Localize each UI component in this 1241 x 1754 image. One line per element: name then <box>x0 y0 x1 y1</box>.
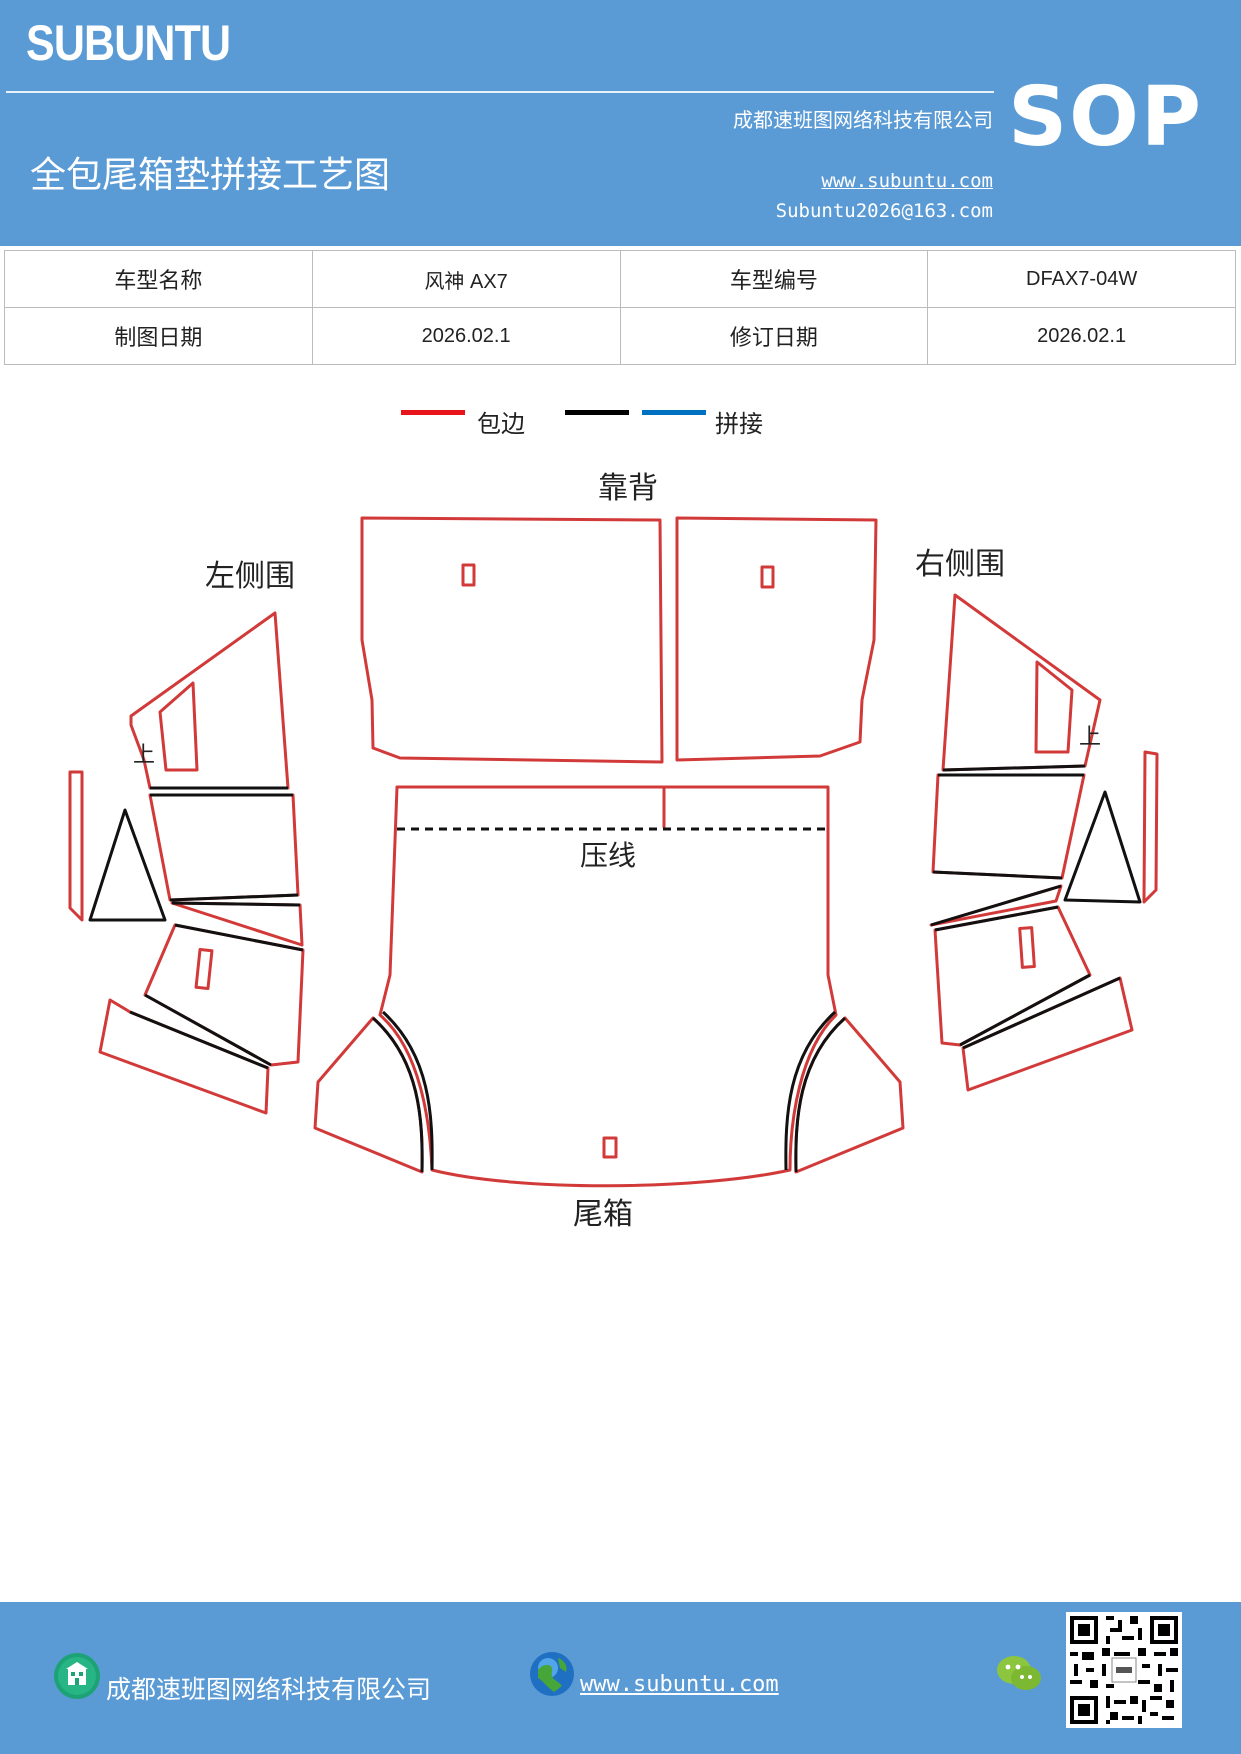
header-divider <box>6 91 994 93</box>
left-side-seam-5 <box>129 993 272 1070</box>
legend-swatch-binding <box>401 410 465 415</box>
footer-website-link[interactable]: www.subuntu.com <box>580 1672 779 1697</box>
document-title: 全包尾箱垫拼接工艺图 <box>30 155 391 196</box>
header-banner: SUBUNTU 成都速班图网络科技有限公司 全包尾箱垫拼接工艺图 www.sub… <box>0 0 1241 246</box>
left-side-mid-panel <box>148 793 300 902</box>
label-trunk: 尾箱 <box>573 1197 633 1232</box>
left-side-seam-3 <box>169 893 301 907</box>
sop-badge: SOP <box>1008 70 1203 165</box>
trunk-left-seam-2 <box>381 1010 434 1171</box>
backrest-right-panel <box>675 516 878 762</box>
left-side-bottom-panel <box>98 998 270 1115</box>
vehicle-info-table: 车型名称 风神 AX7 车型编号 DFAX7-04W 制图日期 2026.02.… <box>4 250 1236 365</box>
trunk-mat-diagram: 靠背 左侧围 右侧围 压线 尾箱 上 上 <box>68 471 1159 1232</box>
label-crease: 压线 <box>580 839 636 872</box>
trunk-left-seam-1 <box>371 1016 424 1173</box>
backrest-left-panel <box>360 516 664 764</box>
value-revision-date: 2026.02.1 <box>927 307 1236 365</box>
value-model-name: 风神 AX7 <box>311 250 621 308</box>
legend-label-binding: 包边 <box>477 410 525 438</box>
trunk-right-seam-2 <box>784 1010 837 1171</box>
left-side-slot <box>194 947 214 991</box>
right-side-top-panel <box>941 593 1102 772</box>
left-side-triangle <box>88 808 167 922</box>
legend: 包边 拼接 <box>0 400 1241 440</box>
qr-code <box>1066 1612 1182 1728</box>
left-side-window <box>158 681 199 772</box>
seam-lines <box>88 764 1142 1173</box>
label-model-name: 车型名称 <box>4 250 313 308</box>
backrest-left-slot <box>461 563 476 587</box>
website-link[interactable]: www.subuntu.com <box>821 170 993 192</box>
backrest-right-slot <box>760 565 775 589</box>
globe-icon <box>530 1652 574 1696</box>
value-model-code: DFAX7-04W <box>927 250 1236 308</box>
right-side-seam-1 <box>942 764 1086 772</box>
legend-swatch-splice <box>642 410 706 415</box>
table-row: 制图日期 2026.02.1 修订日期 2026.02.1 <box>4 307 1236 365</box>
label-right-side: 右侧围 <box>915 547 1005 582</box>
footer-company-name: 成都速班图网络科技有限公司 <box>106 1675 432 1704</box>
value-draw-date: 2026.02.1 <box>311 307 621 365</box>
label-up-left: 上 <box>133 743 155 768</box>
trunk-slot <box>602 1136 618 1159</box>
diagram-labels: 靠背 左侧围 右侧围 压线 尾箱 上 上 <box>133 471 1101 1232</box>
wechat-icon[interactable] <box>996 1654 1042 1694</box>
right-side-seam-5 <box>959 973 1121 1050</box>
building-icon <box>54 1653 100 1699</box>
label-revision-date: 修订日期 <box>619 307 929 365</box>
label-up-right: 上 <box>1079 725 1101 750</box>
right-side-triangle <box>1063 790 1142 904</box>
left-side-strip <box>68 770 84 922</box>
left-side-band <box>170 901 304 947</box>
right-side-seam-3 <box>930 870 1063 927</box>
footer-banner: 成都速班图网络科技有限公司 www.subuntu.com <box>0 1602 1241 1754</box>
right-side-slot <box>1018 926 1036 969</box>
label-backrest: 靠背 <box>598 471 658 506</box>
right-side-seam-4 <box>934 905 1059 932</box>
label-left-side: 左侧围 <box>205 559 295 594</box>
email-address: Subuntu2026@163.com <box>775 200 993 222</box>
right-side-bottom-panel <box>961 976 1134 1092</box>
company-name: 成都速班图网络科技有限公司 <box>733 108 993 132</box>
trunk-floor-panel <box>378 785 838 1188</box>
trunk-right-seam-1 <box>794 1016 847 1173</box>
brand-logo: SUBUNTU <box>26 15 231 71</box>
legend-label-splice: 拼接 <box>715 410 763 438</box>
label-draw-date: 制图日期 <box>4 307 313 365</box>
right-side-window <box>1034 660 1074 754</box>
right-side-strip <box>1142 750 1159 904</box>
table-row: 车型名称 风神 AX7 车型编号 DFAX7-04W <box>4 250 1236 308</box>
left-side-seam-4 <box>174 923 304 952</box>
right-side-mid-panel <box>931 773 1086 880</box>
label-model-code: 车型编号 <box>619 250 929 308</box>
legend-swatch-black <box>565 410 629 415</box>
